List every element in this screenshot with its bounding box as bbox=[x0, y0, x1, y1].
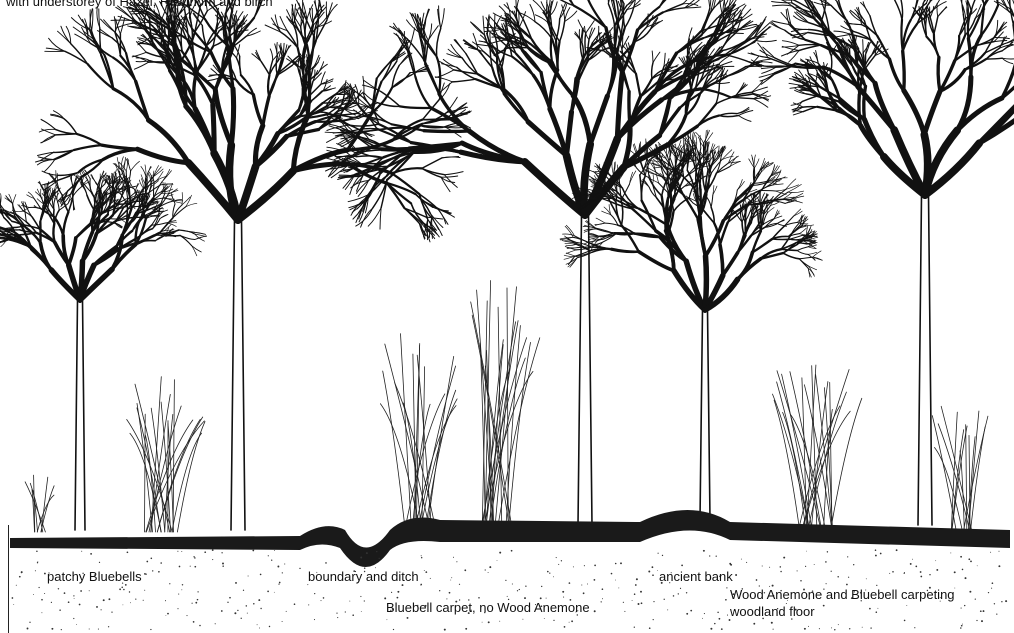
shrub-hazel-2 bbox=[380, 334, 457, 530]
label-patchy-bluebells: patchy Bluebells bbox=[47, 568, 142, 585]
label-wood-anemone-line-1: Wood Anemone and Bluebell carpeting bbox=[730, 586, 955, 603]
shrub-group bbox=[25, 281, 988, 533]
shrub-hazel-1 bbox=[127, 377, 205, 532]
label-wood-anemone-line-2: woodland floor bbox=[730, 603, 955, 620]
shrub-hazel-3 bbox=[471, 281, 540, 529]
shrub-hawthorn-1 bbox=[25, 475, 54, 532]
tree-large-left bbox=[36, 0, 472, 530]
label-ancient-bank: ancient bank bbox=[659, 568, 733, 585]
soil-line bbox=[10, 510, 1010, 567]
shrub-hazel-5 bbox=[932, 406, 988, 530]
left-border-line bbox=[8, 525, 9, 633]
shrub-hazel-4 bbox=[773, 365, 862, 530]
tree-group bbox=[0, 0, 1014, 530]
tree-medium-centre-right bbox=[560, 130, 822, 520]
label-bluebell-carpet: Bluebell carpet, no Wood Anemone bbox=[386, 599, 590, 616]
label-boundary-ditch: boundary and ditch bbox=[308, 568, 419, 585]
ground-profile bbox=[10, 510, 1010, 567]
label-wood-anemone: Wood Anemone and Bluebell carpeting wood… bbox=[730, 586, 955, 620]
